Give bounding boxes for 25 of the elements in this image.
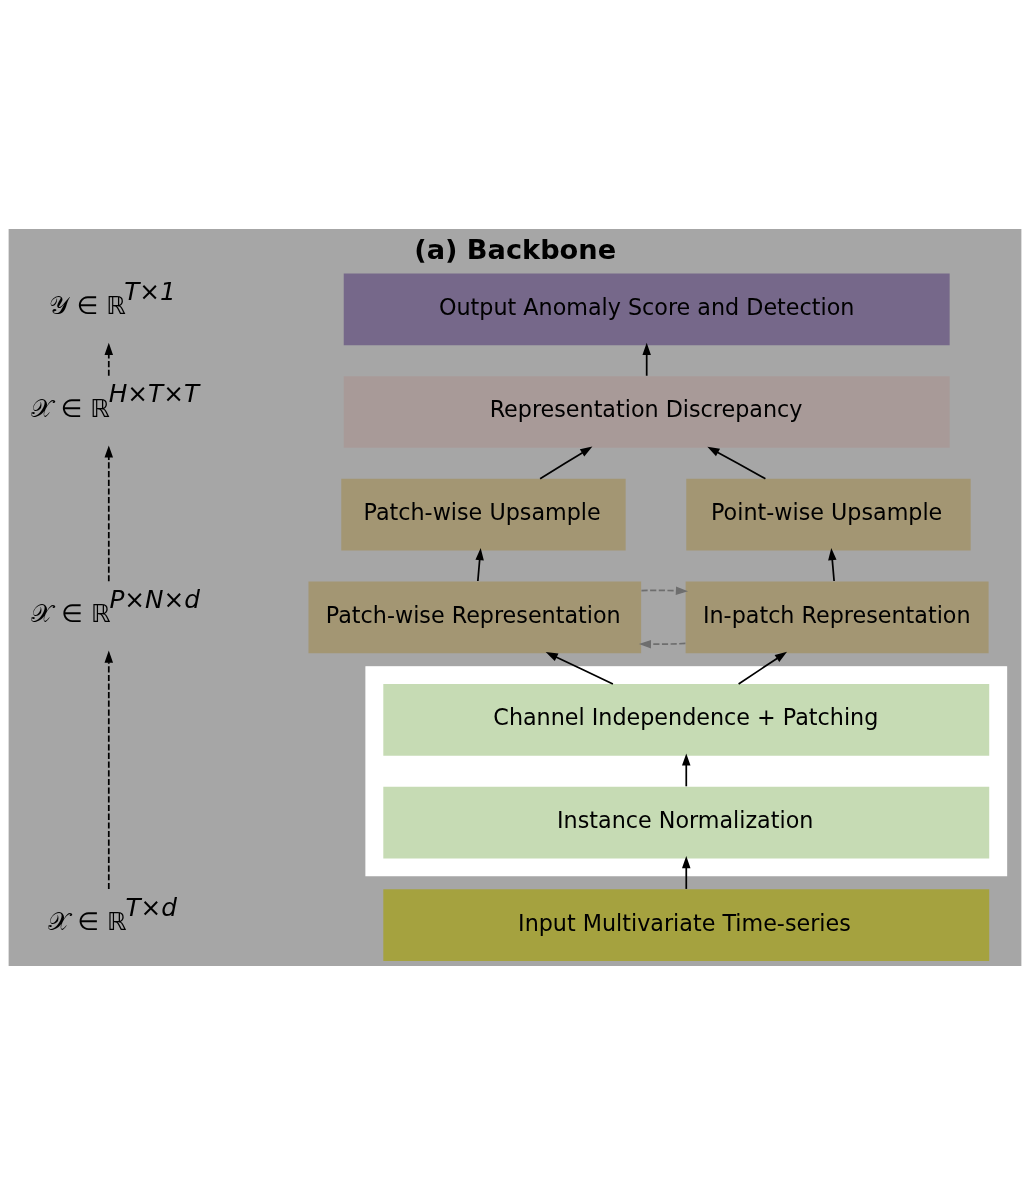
arrow <box>545 652 614 685</box>
node-box: Input Multivariate Time-series <box>383 889 990 962</box>
arrow <box>104 342 114 377</box>
node-box: Output Anomaly Score and Detection <box>343 273 950 346</box>
node-box: Instance Normalization <box>383 786 990 859</box>
arrow <box>682 753 691 788</box>
arrow <box>642 342 651 377</box>
arrow <box>737 651 788 685</box>
arrow <box>682 856 691 890</box>
arrow <box>828 548 837 582</box>
node-box: In-patch Representation <box>685 581 989 654</box>
arrow <box>707 446 767 480</box>
node-box: Patch-wise Upsample <box>341 478 626 551</box>
arrow <box>104 445 114 583</box>
node-box: Representation Discrepancy <box>343 376 950 448</box>
diagram-title: (a) Backbone <box>414 234 617 266</box>
cluster <box>365 666 1008 877</box>
arrow <box>104 650 114 890</box>
arrow <box>539 446 593 480</box>
arrow <box>638 639 687 649</box>
node-box: Point-wise Upsample <box>686 478 971 551</box>
node-box: Channel Independence + Patching <box>383 684 990 756</box>
arrow <box>640 586 689 595</box>
node-box: Patch-wise Representation <box>308 581 642 654</box>
arrow <box>475 548 484 582</box>
